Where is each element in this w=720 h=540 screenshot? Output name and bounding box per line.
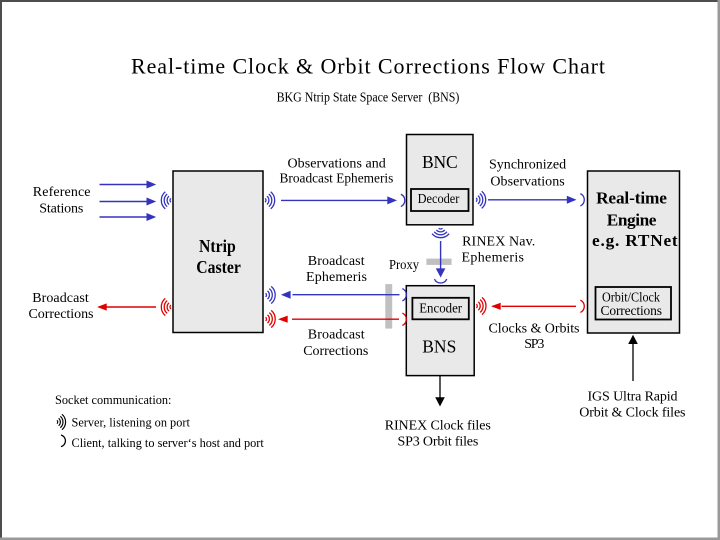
svg-text:e.g. RTNet: e.g. RTNet [592, 231, 678, 250]
svg-text:RINEX Clock files: RINEX Clock files [385, 419, 491, 434]
svg-text:SP3: SP3 [524, 337, 544, 352]
svg-text:BKG Ntrip State Space Server: BKG Ntrip State Space Server (BNS) [277, 90, 460, 105]
svg-text:Client, talking to server‘s ho: Client, talking to server‘s host and por… [72, 436, 265, 450]
svg-text:Proxy: Proxy [389, 257, 419, 272]
svg-text:RINEX Nav.: RINEX Nav. [462, 235, 535, 250]
svg-text:Broadcast: Broadcast [32, 291, 89, 306]
svg-text:IGS Ultra Rapid: IGS Ultra Rapid [588, 390, 678, 405]
svg-text:Broadcast: Broadcast [308, 254, 365, 269]
svg-text:Observations: Observations [490, 174, 564, 189]
svg-text:Ntrip: Ntrip [199, 236, 236, 256]
svg-text:Corrections: Corrections [303, 344, 368, 359]
svg-text:BNC: BNC [422, 152, 458, 172]
svg-text:Observations and: Observations and [288, 157, 386, 172]
svg-text:Encoder: Encoder [419, 301, 462, 316]
svg-text:Orbit/Clock: Orbit/Clock [602, 290, 660, 305]
svg-text:Real-time: Real-time [596, 188, 667, 207]
svg-text:Ephemeris: Ephemeris [462, 251, 525, 266]
svg-text:Synchronized: Synchronized [489, 158, 566, 173]
svg-text:Reference: Reference [33, 185, 91, 200]
svg-text:Caster: Caster [196, 257, 241, 277]
svg-text:Broadcast: Broadcast [308, 328, 365, 343]
svg-text:Decoder: Decoder [418, 191, 460, 206]
svg-text:Corrections: Corrections [29, 307, 94, 322]
svg-text:Engine: Engine [607, 210, 657, 229]
svg-text:SP3 Orbit files: SP3 Orbit files [398, 435, 479, 450]
svg-text:Broadcast Ephemeris: Broadcast Ephemeris [280, 172, 394, 187]
svg-text:Corrections: Corrections [601, 303, 663, 318]
svg-text:Clocks & Orbits: Clocks & Orbits [489, 322, 580, 337]
svg-text:Orbit & Clock files: Orbit & Clock files [579, 405, 685, 420]
svg-text:BNS: BNS [422, 337, 456, 357]
svg-text:Ephemeris: Ephemeris [306, 270, 367, 285]
svg-text:Server, listening on port: Server, listening on port [72, 416, 191, 430]
svg-text:Real-time Clock & Orbit Correc: Real-time Clock & Orbit Corrections Flow… [131, 54, 605, 79]
svg-text:Stations: Stations [39, 202, 83, 217]
svg-text:Socket communication:: Socket communication: [55, 393, 171, 407]
